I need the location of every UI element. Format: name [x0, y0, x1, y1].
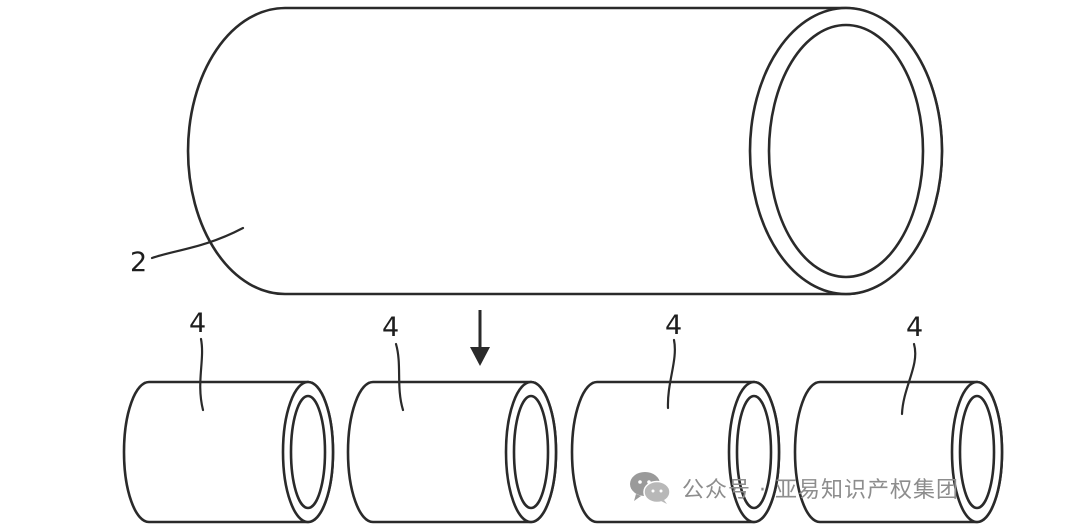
wechat-icon [628, 470, 674, 506]
short-tube-1-inner-rim [289, 394, 327, 510]
short-tube-2-leader-line [394, 342, 405, 412]
cut-arrow [470, 310, 490, 366]
large-tube-label: 2 [130, 247, 147, 278]
large-tube-leader-line [150, 226, 245, 260]
short-tube-4-leader-line [900, 342, 917, 416]
large-tube [186, 6, 944, 296]
short-tube-4-label: 4 [906, 312, 923, 343]
short-tube-4-inner-rim [958, 394, 996, 510]
short-tube-4 [793, 342, 1004, 524]
short-tube-3-inner-rim [735, 394, 773, 510]
short-tube-2-label: 4 [382, 312, 399, 343]
watermark-text: 公众号 · 亚易知识产权集团 [682, 478, 959, 503]
large-tube-inner-rim [767, 23, 925, 279]
short-tube-1-label: 4 [189, 308, 206, 339]
short-tube-1-leader-line [199, 337, 205, 412]
watermark: 公众号 · 亚易知识产权集团 [628, 470, 959, 506]
short-tube-3-label: 4 [665, 310, 682, 341]
short-tube-2 [346, 342, 558, 524]
short-tube-3 [570, 338, 781, 524]
short-tube-3-leader-line [666, 338, 676, 410]
short-tube-1 [122, 337, 335, 524]
short-tube-2-inner-rim [512, 394, 550, 510]
